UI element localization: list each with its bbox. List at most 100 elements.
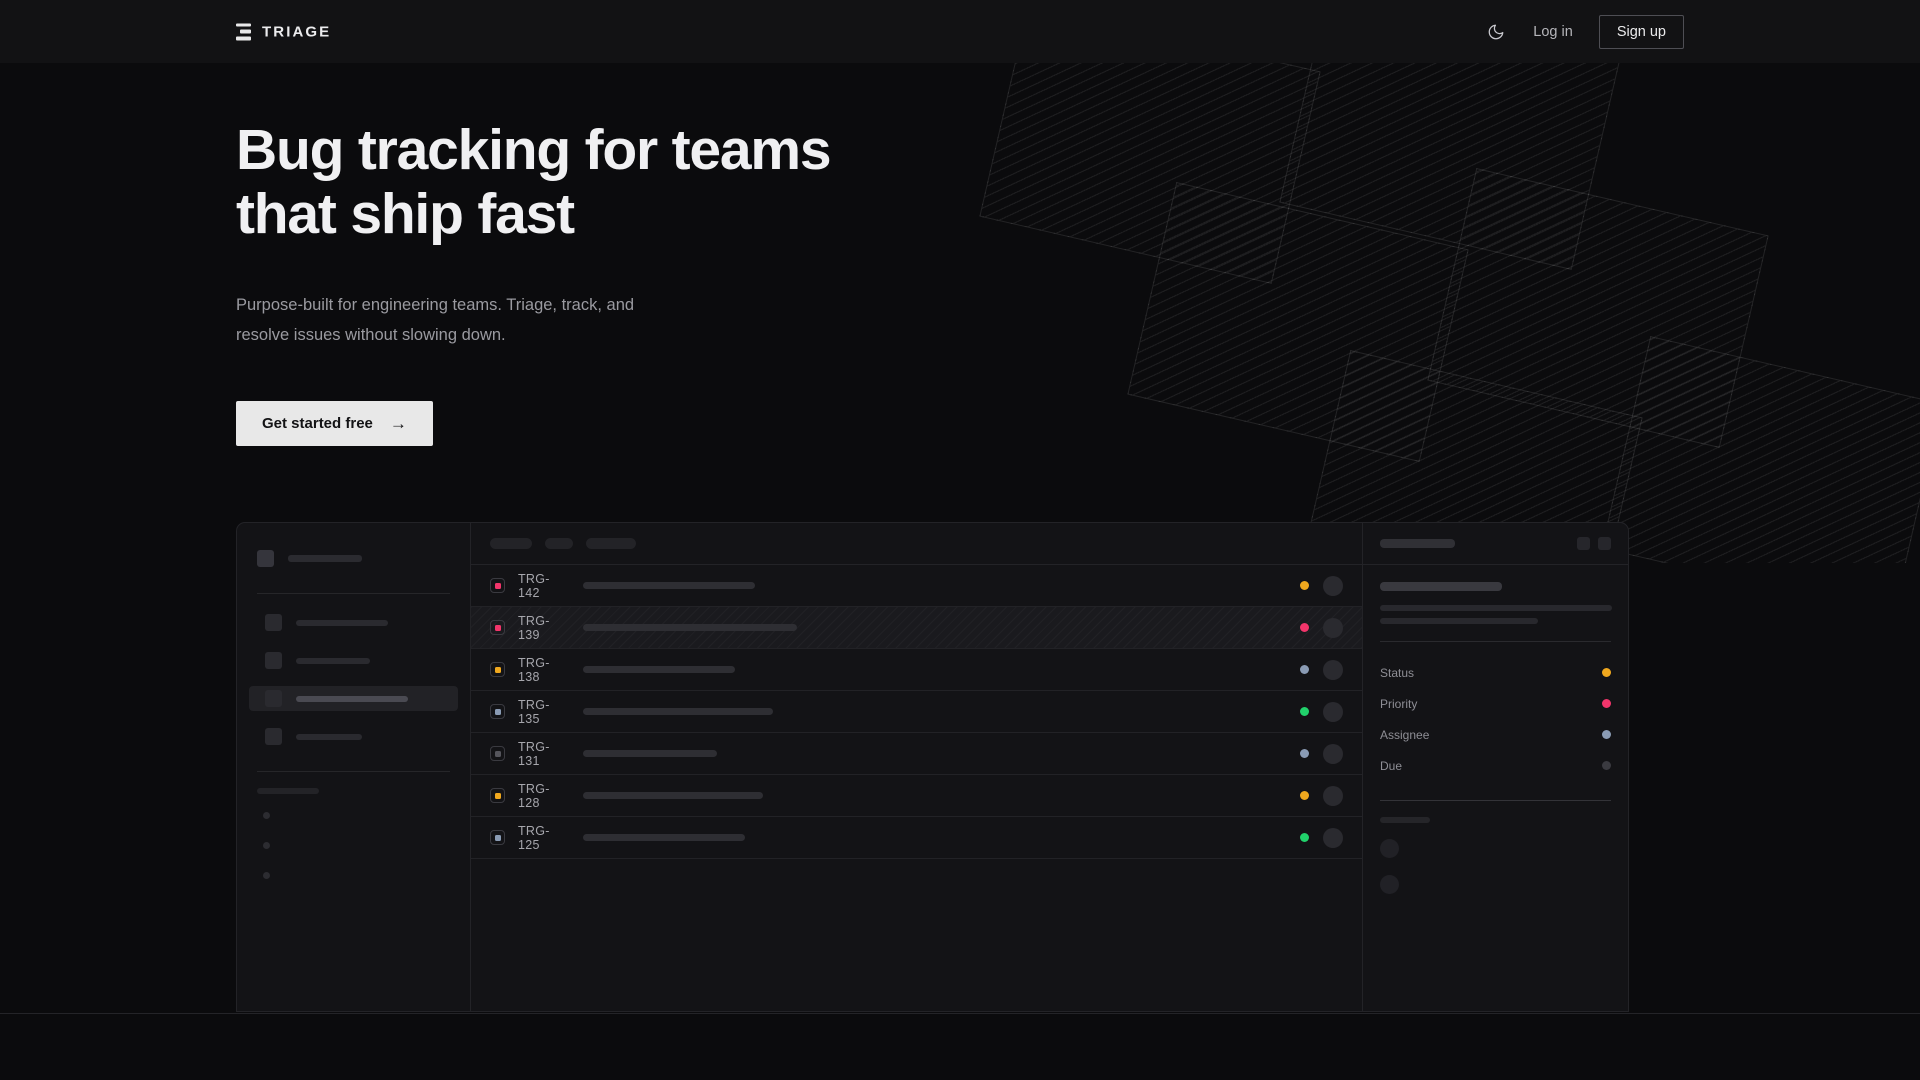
issue-id: TRG-142	[518, 571, 550, 600]
hero-section: Bug tracking for teams that ship fast Pu…	[236, 118, 832, 446]
detail-field-value-dot	[1602, 668, 1611, 677]
workspace-avatar	[257, 549, 274, 567]
top-navigation-bar: TRIAGE Log in Sign up	[0, 0, 1920, 63]
issue-id: TRG-138	[518, 655, 550, 684]
table-row[interactable]: TRG-139	[471, 607, 1362, 649]
divider	[257, 771, 450, 772]
description-line-placeholder	[1380, 618, 1538, 624]
avatar	[1323, 785, 1343, 806]
divider	[257, 593, 450, 594]
login-link[interactable]: Log in	[1533, 23, 1573, 40]
sidebar-item-icon	[265, 728, 282, 745]
status-badge	[1300, 581, 1309, 590]
detail-field-label: Assignee	[1380, 727, 1430, 742]
detail-field-priority[interactable]: Priority	[1380, 688, 1611, 719]
mockup-sidebar	[237, 523, 471, 1011]
avatar	[1323, 575, 1343, 596]
priority-badge	[490, 620, 505, 635]
detail-field-value-dot	[1602, 761, 1611, 770]
priority-badge	[490, 704, 505, 719]
avatar	[1323, 743, 1343, 764]
arrow-right-icon: →	[389, 414, 407, 433]
comments-label-placeholder	[1380, 817, 1430, 823]
filter-chip[interactable]	[545, 538, 573, 549]
sidebar-item-icon	[265, 614, 282, 631]
sidebar-item-label-placeholder	[296, 619, 388, 626]
mockup-sidebar-item-0[interactable]	[257, 610, 450, 635]
comment-avatar	[1380, 839, 1399, 858]
detail-header-button-0[interactable]	[1577, 537, 1590, 550]
issue-title-placeholder	[583, 792, 763, 799]
mockup-sidebar-brand	[257, 545, 450, 571]
detail-field-label: Priority	[1380, 696, 1418, 711]
table-row[interactable]: TRG-128	[471, 775, 1362, 817]
issue-id: TRG-139	[518, 613, 550, 642]
table-row[interactable]: TRG-131	[471, 733, 1362, 775]
detail-field-value-dot	[1602, 699, 1611, 708]
decor-slab	[1427, 168, 1769, 448]
priority-badge	[490, 830, 505, 845]
comment-avatars	[1380, 839, 1611, 894]
sidebar-subitem-dot[interactable]	[263, 842, 270, 849]
priority-badge	[490, 578, 505, 593]
detail-field-status[interactable]: Status	[1380, 657, 1611, 688]
mockup-sidebar-item-1[interactable]	[257, 648, 450, 673]
table-row[interactable]: TRG-135	[471, 691, 1362, 733]
filter-chip[interactable]	[586, 538, 636, 549]
moon-icon[interactable]	[1485, 21, 1507, 43]
avatar	[1323, 617, 1343, 638]
issue-id: TRG-135	[518, 697, 550, 726]
get-started-button[interactable]: Get started free →	[236, 401, 433, 446]
detail-field-due[interactable]: Due	[1380, 750, 1611, 781]
status-badge	[1300, 623, 1309, 632]
mockup-sidebar-item-2[interactable]	[249, 686, 458, 711]
signup-button[interactable]: Sign up	[1598, 14, 1684, 49]
avatar	[1323, 827, 1343, 848]
detail-field-assignee[interactable]: Assignee	[1380, 719, 1611, 750]
get-started-label: Get started free	[262, 415, 373, 432]
sidebar-item-icon	[265, 690, 282, 707]
brand-logo[interactable]: TRIAGE	[236, 23, 331, 40]
detail-heading-placeholder	[1380, 582, 1502, 591]
workspace-name-placeholder	[288, 554, 362, 562]
detail-header-actions	[1577, 537, 1611, 550]
brand-name: TRIAGE	[262, 23, 332, 40]
detail-header-button-1[interactable]	[1598, 537, 1611, 550]
detail-panel-header	[1363, 523, 1628, 565]
detail-title-placeholder	[1380, 539, 1455, 548]
sidebar-subitem-dot[interactable]	[263, 812, 270, 819]
priority-badge	[490, 746, 505, 761]
row-meta	[1300, 743, 1343, 764]
page-title: Bug tracking for teams that ship fast	[236, 118, 832, 246]
issue-id: TRG-125	[518, 823, 550, 852]
table-row[interactable]: TRG-125	[471, 817, 1362, 859]
row-meta	[1300, 785, 1343, 806]
decor-slab	[1127, 182, 1469, 462]
detail-field-label: Due	[1380, 758, 1403, 773]
comment-avatar	[1380, 875, 1399, 894]
mockup-sidebar-item-3[interactable]	[257, 724, 450, 749]
page-bottom-divider	[0, 1013, 1920, 1014]
sidebar-item-label-placeholder	[296, 733, 362, 740]
filter-chip[interactable]	[490, 538, 532, 549]
table-row[interactable]: TRG-138	[471, 649, 1362, 691]
priority-badge	[490, 662, 505, 677]
issue-title-placeholder	[583, 582, 755, 589]
row-meta	[1300, 575, 1343, 596]
divider	[1380, 641, 1611, 642]
decor-slab	[1279, 63, 1621, 270]
row-meta	[1300, 659, 1343, 680]
sidebar-subitem-dot[interactable]	[263, 872, 270, 879]
hero-subheadline: Purpose-built for engineering teams. Tri…	[236, 296, 635, 344]
issue-id: TRG-128	[518, 781, 550, 810]
description-line-placeholder	[1380, 605, 1612, 611]
table-row[interactable]: TRG-142	[471, 565, 1362, 607]
issue-title-placeholder	[583, 834, 745, 841]
avatar	[1323, 701, 1343, 722]
